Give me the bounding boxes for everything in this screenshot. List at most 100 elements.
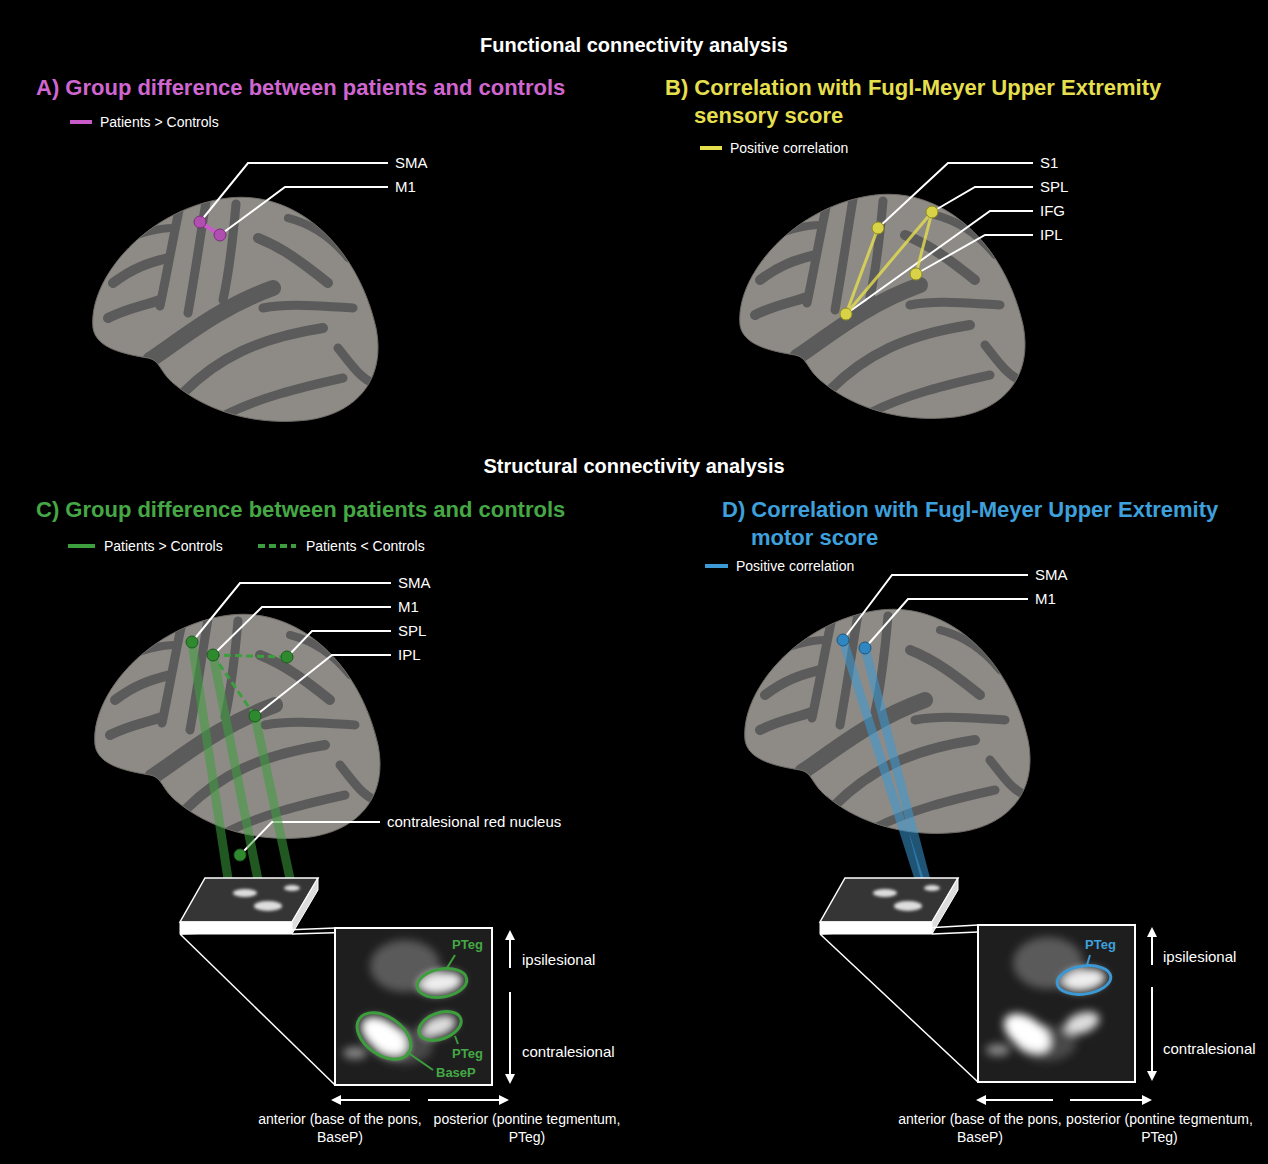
direction-arrow (509, 992, 511, 1082)
region-dot (910, 268, 922, 280)
legend-label: Patients > Controls (104, 538, 223, 555)
region-label: IPL (398, 646, 421, 664)
panel-title: D) Correlation with Fugl-Meyer Upper Ext… (722, 496, 1252, 552)
region-label: SMA (398, 574, 431, 592)
tract-line (865, 648, 928, 888)
legend-line (70, 120, 92, 124)
legend-label: Patients < Controls (306, 538, 425, 555)
direction-label: ipsilesional (1163, 948, 1236, 966)
direction-label: contralesional (1163, 1040, 1256, 1058)
region-dot (859, 642, 871, 654)
slice-blob (924, 885, 940, 891)
inset-label: PTeg (1085, 937, 1116, 953)
tract-line (192, 642, 232, 905)
connection-line (846, 212, 932, 314)
region-dot (281, 651, 293, 663)
tract-line (843, 640, 922, 888)
region-label: SMA (1035, 566, 1068, 584)
slice-blob (233, 889, 257, 897)
roi-outline (415, 1006, 465, 1045)
slice-slab (932, 878, 958, 934)
connection-line (213, 655, 287, 657)
region-dot (194, 216, 206, 228)
leader-line (192, 583, 391, 642)
leader-line (916, 235, 1033, 274)
leader-line (865, 599, 1028, 648)
inset-frame (335, 928, 492, 1085)
direction-label: anterior (base of the pons, BaseP) (245, 1110, 435, 1146)
leader-line (932, 187, 1033, 212)
roi-outline (415, 965, 469, 1001)
region-dot (186, 636, 198, 648)
leader-line (846, 211, 1033, 314)
connection-line (213, 655, 255, 716)
region-label: SPL (398, 622, 426, 640)
legend-line (68, 544, 95, 548)
region-label: contralesional red nucleus (387, 813, 561, 831)
slice-blob (284, 885, 300, 891)
region-label: M1 (398, 598, 419, 616)
connection-line (916, 212, 932, 274)
inset-label: BaseP (436, 1065, 476, 1081)
slice-blob (894, 901, 922, 911)
mri-inset (978, 925, 1135, 1082)
leader-line (407, 1052, 433, 1070)
leader-line (1087, 955, 1090, 965)
roi-outline (349, 1003, 420, 1069)
legend-line (705, 564, 728, 568)
direction-arrow (1151, 987, 1153, 1079)
direction-arrow (509, 932, 511, 968)
leader-line (220, 187, 388, 235)
section-heading: Functional connectivity analysis (480, 33, 788, 57)
region-label: M1 (395, 178, 416, 196)
panel-title: A) Group difference between patients and… (36, 75, 565, 101)
direction-label: contralesional (522, 1043, 615, 1061)
region-dot (214, 229, 226, 241)
direction-label: posterior (pontine tegmentum, PTeg) (1057, 1110, 1262, 1146)
leader-line (455, 1036, 458, 1044)
direction-arrow (1070, 1099, 1150, 1101)
leader-line (255, 655, 391, 716)
inset-frame (978, 925, 1135, 1082)
connection-line (846, 228, 878, 314)
legend-label: Patients > Controls (100, 114, 219, 131)
region-label: IFG (1040, 202, 1065, 220)
brain-surface (740, 194, 1025, 418)
direction-arrow (333, 1099, 410, 1101)
region-label: SPL (1040, 178, 1068, 196)
region-dot (926, 206, 938, 218)
panel-title: B) Correlation with Fugl-Meyer Upper Ext… (665, 74, 1205, 130)
slice-blob (254, 901, 282, 911)
region-dot (872, 222, 884, 234)
direction-arrow (428, 1099, 507, 1101)
section-heading: Structural connectivity analysis (483, 454, 784, 478)
direction-label: anterior (base of the pons, BaseP) (885, 1110, 1075, 1146)
direction-arrow (1151, 929, 1153, 965)
inset-label: PTeg (452, 1046, 483, 1062)
brain-surface (93, 197, 378, 421)
leader-line (200, 163, 388, 222)
inset-label: PTeg (452, 937, 483, 953)
legend-label: Positive correlation (730, 140, 848, 157)
region-label: SMA (395, 154, 428, 172)
leader-line (878, 163, 1033, 228)
leader-line (843, 575, 1028, 640)
slice-blob (873, 889, 897, 897)
mri-inset (335, 928, 492, 1085)
region-dot (207, 649, 219, 661)
region-label: IPL (1040, 226, 1063, 244)
legend-label: Positive correlation (736, 558, 854, 575)
legend-line (258, 544, 296, 548)
direction-arrow (978, 1099, 1053, 1101)
region-label: S1 (1040, 154, 1058, 172)
direction-label: posterior (pontine tegmentum, PTeg) (425, 1110, 630, 1146)
region-dot (249, 710, 261, 722)
region-dot (234, 849, 246, 861)
tract-line (255, 716, 292, 888)
projection-line (180, 934, 335, 1085)
region-label: M1 (1035, 590, 1056, 608)
leader-line (240, 822, 380, 855)
slice-slab (292, 878, 318, 934)
legend-line (700, 146, 722, 150)
